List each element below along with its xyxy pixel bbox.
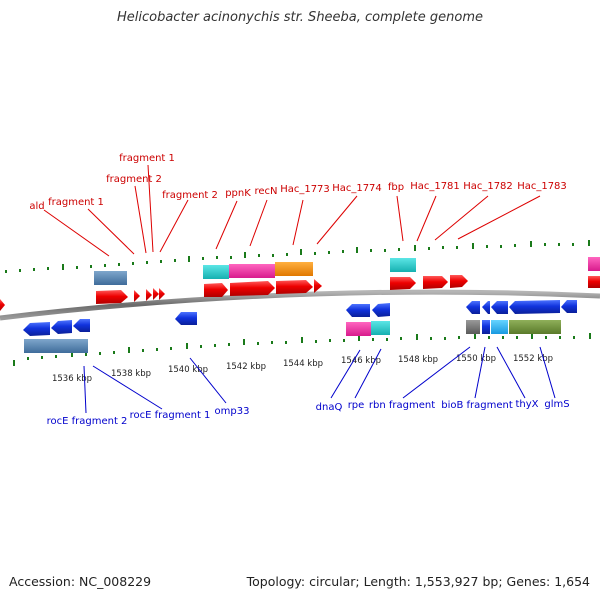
gene-label-hac-1782[interactable]: Hac_1782 — [463, 181, 513, 192]
gene-label-fragment-2[interactable]: fragment 2 — [106, 174, 162, 185]
forward-cds-arrow[interactable] — [0, 299, 5, 311]
gene-label-hac-1774[interactable]: Hac_1774 — [332, 183, 382, 194]
gene-block[interactable] — [275, 262, 313, 276]
reverse-cds-arrow[interactable] — [346, 304, 370, 317]
gene-block[interactable] — [466, 320, 480, 334]
gene-label-fbp[interactable]: fbp — [388, 182, 404, 193]
forward-cds-arrows — [0, 275, 600, 311]
gene-label-fragment-1[interactable]: fragment 1 — [48, 197, 104, 208]
gene-label-omp33[interactable]: omp33 — [215, 406, 250, 417]
genome-backbone — [0, 289, 600, 321]
kbp-label-1538: 1538 kbp — [111, 369, 151, 379]
gene-block[interactable] — [94, 271, 127, 285]
accession-label: Accession: NC_008229 — [9, 574, 152, 589]
gene-label-ald[interactable]: ald — [29, 201, 44, 212]
gene-label-glms[interactable]: glmS — [544, 399, 569, 410]
reverse-cds-arrow[interactable] — [482, 301, 490, 314]
topology-label: Topology: circular; Length: 1,553,927 bp… — [246, 574, 590, 589]
gene-label-fragment-2b[interactable]: fragment 2 — [162, 190, 218, 201]
forward-cds-arrow[interactable] — [159, 288, 165, 300]
kbp-label-1540: 1540 kbp — [168, 365, 208, 375]
kbp-label-1546: 1546 kbp — [341, 356, 381, 366]
forward-leader-lines — [43, 164, 541, 257]
reverse-cds-arrows — [23, 300, 577, 336]
forward-cds-arrow[interactable] — [204, 283, 228, 297]
genome-title: Helicobacter acinonychis str. Sheeba, co… — [116, 10, 483, 25]
forward-cds-arrow[interactable] — [314, 279, 322, 293]
forward-cds-arrow[interactable] — [588, 276, 600, 288]
forward-cds-arrow[interactable] — [134, 290, 140, 302]
gene-block[interactable] — [509, 320, 561, 334]
forward-cds-arrow[interactable] — [276, 280, 313, 294]
reverse-cds-arrow[interactable] — [466, 301, 480, 314]
reverse-cds-arrow[interactable] — [73, 319, 90, 332]
forward-cds-arrow[interactable] — [423, 276, 448, 289]
gene-label-biob-fragment[interactable]: bioB fragment — [441, 400, 513, 411]
gene-block[interactable] — [482, 320, 490, 334]
forward-cds-arrow[interactable] — [390, 277, 416, 290]
gene-label-hac-1781[interactable]: Hac_1781 — [410, 181, 460, 192]
kbp-label-1542: 1542 kbp — [226, 362, 266, 372]
gene-block[interactable] — [588, 257, 600, 271]
forward-cds-arrow[interactable] — [96, 290, 128, 304]
reverse-cds-arrow[interactable] — [509, 300, 560, 314]
reverse-gene-blocks — [24, 320, 561, 353]
gene-block[interactable] — [24, 339, 88, 353]
gene-label-fragment-1b[interactable]: fragment 1 — [119, 153, 175, 164]
reverse-cds-arrow[interactable] — [561, 300, 577, 313]
lower-tick-track — [13, 333, 591, 366]
gene-label-rbn-fragment[interactable]: rbn fragment — [369, 400, 435, 411]
reverse-leader-lines — [83, 346, 556, 414]
gene-label-hac-1783[interactable]: Hac_1783 — [517, 181, 567, 192]
reverse-cds-arrow[interactable] — [372, 303, 390, 317]
gene-label-dnaq[interactable]: dnaQ — [316, 402, 343, 413]
gene-label-roce-fragment-2[interactable]: rocE fragment 2 — [47, 416, 128, 427]
gene-block[interactable] — [371, 321, 390, 335]
reverse-cds-arrow[interactable] — [175, 312, 197, 325]
kbp-label-1548: 1548 kbp — [398, 355, 438, 365]
forward-cds-arrow[interactable] — [230, 281, 275, 296]
gene-block[interactable] — [346, 322, 371, 336]
gene-block[interactable] — [491, 320, 508, 334]
forward-gene-blocks — [94, 257, 600, 285]
gene-block[interactable] — [203, 265, 229, 279]
reverse-cds-arrow[interactable] — [491, 301, 508, 314]
forward-cds-arrow[interactable] — [153, 288, 159, 300]
reverse-cds-arrow[interactable] — [51, 320, 72, 334]
gene-block[interactable] — [229, 264, 275, 278]
gene-label-ppnk[interactable]: ppnK — [225, 188, 251, 199]
forward-cds-arrow[interactable] — [450, 275, 468, 288]
upper-tick-track — [5, 240, 590, 273]
kbp-label-1536: 1536 kbp — [52, 374, 92, 384]
gene-label-thyx[interactable]: thyX — [515, 399, 538, 410]
reverse-cds-arrow[interactable] — [23, 322, 50, 336]
gene-block[interactable] — [390, 258, 416, 272]
kbp-label-1550: 1550 kbp — [456, 354, 496, 364]
forward-cds-arrow[interactable] — [146, 289, 152, 301]
gene-label-recn[interactable]: recN — [254, 186, 277, 197]
kbp-label-1544: 1544 kbp — [283, 359, 323, 369]
gene-label-hac-1773[interactable]: Hac_1773 — [280, 184, 330, 195]
kbp-label-1552: 1552 kbp — [513, 354, 553, 364]
gene-label-roce-fragment-1[interactable]: rocE fragment 1 — [130, 410, 211, 421]
gene-label-rpe[interactable]: rpe — [348, 400, 365, 411]
